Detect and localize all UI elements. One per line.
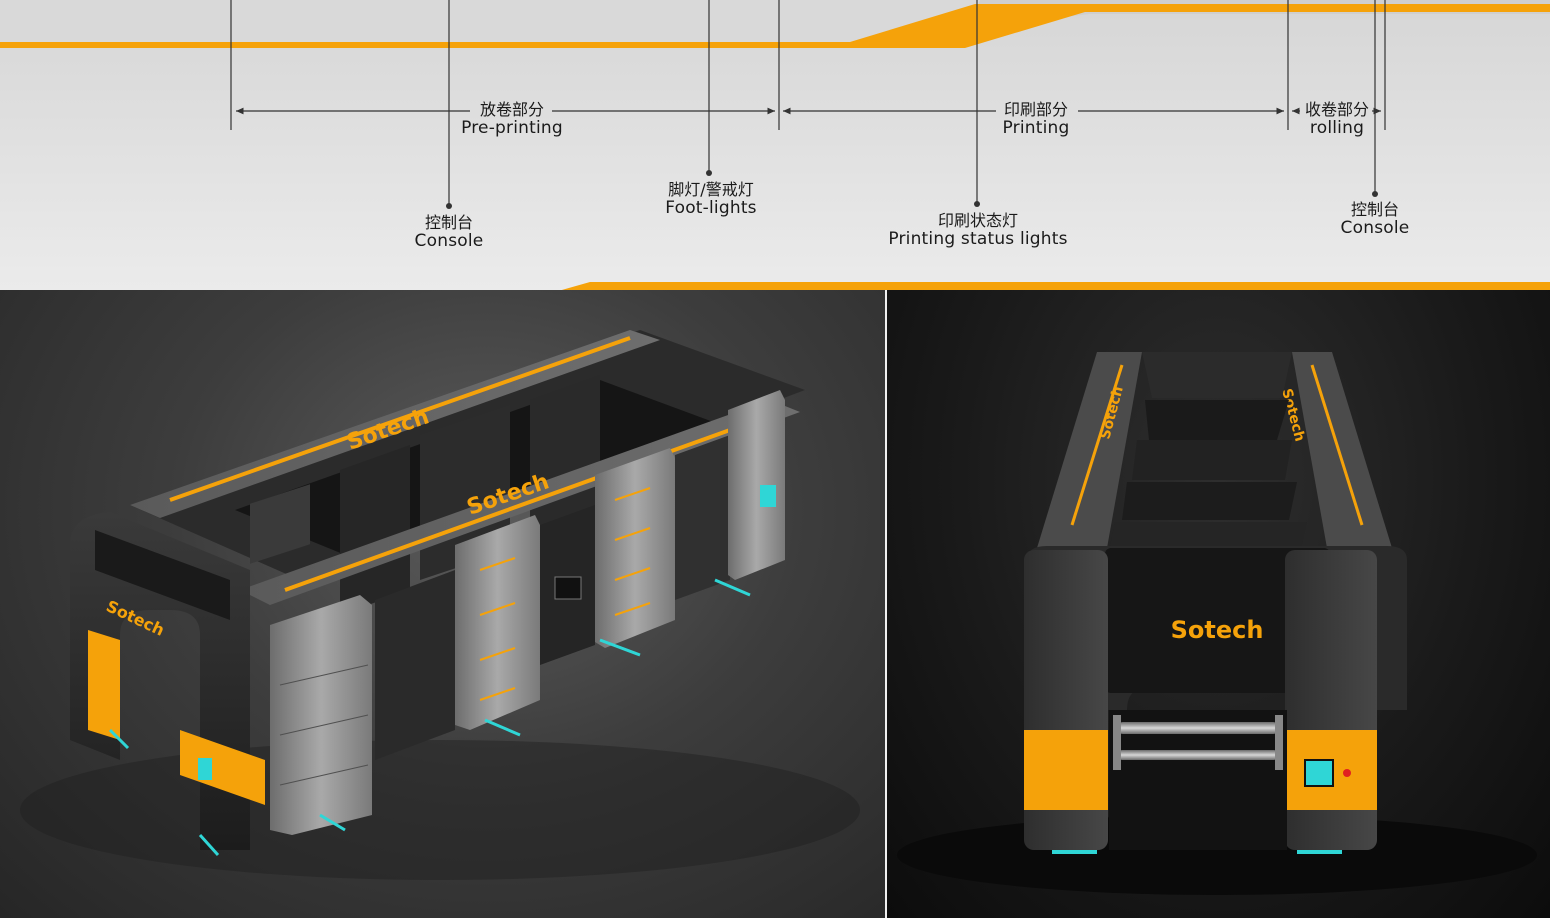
callout-console-left: 控制台 Console (414, 213, 484, 252)
section-label-pre-printing: 放卷部分 Pre-printing (461, 100, 563, 139)
steel-module-right (595, 448, 675, 648)
callout-foot-lights: 脚灯/警戒灯 Foot-lights (665, 180, 757, 219)
brand-logo-front-face: Sotech (1171, 616, 1264, 644)
foot-lights-front (1052, 850, 1342, 854)
steel-module-left (270, 595, 372, 835)
steel-module-rear (728, 390, 785, 580)
callout-console-right: 控制台 Console (1340, 200, 1410, 239)
steel-module-mid (455, 515, 540, 730)
machine-front-illustration: Sotech Sotech Sotech (897, 352, 1537, 895)
render-perspective-view: Sotech Sotech Sotech (0, 290, 885, 918)
machine-perspective-illustration: Sotech Sotech Sotech (20, 330, 860, 880)
panel-divider (885, 290, 887, 918)
callout-printing-status-lights: 印刷状态灯 Printing status lights (888, 211, 1068, 250)
render-front-view: Sotech Sotech Sotech (887, 290, 1550, 918)
section-label-rolling: 收卷部分 rolling (1304, 100, 1369, 139)
section-label-printing: 印刷部分 Printing (1002, 100, 1070, 139)
accent-stripe-top (0, 4, 1550, 48)
foot-lights (108, 578, 751, 857)
annotation-band (0, 0, 1550, 330)
